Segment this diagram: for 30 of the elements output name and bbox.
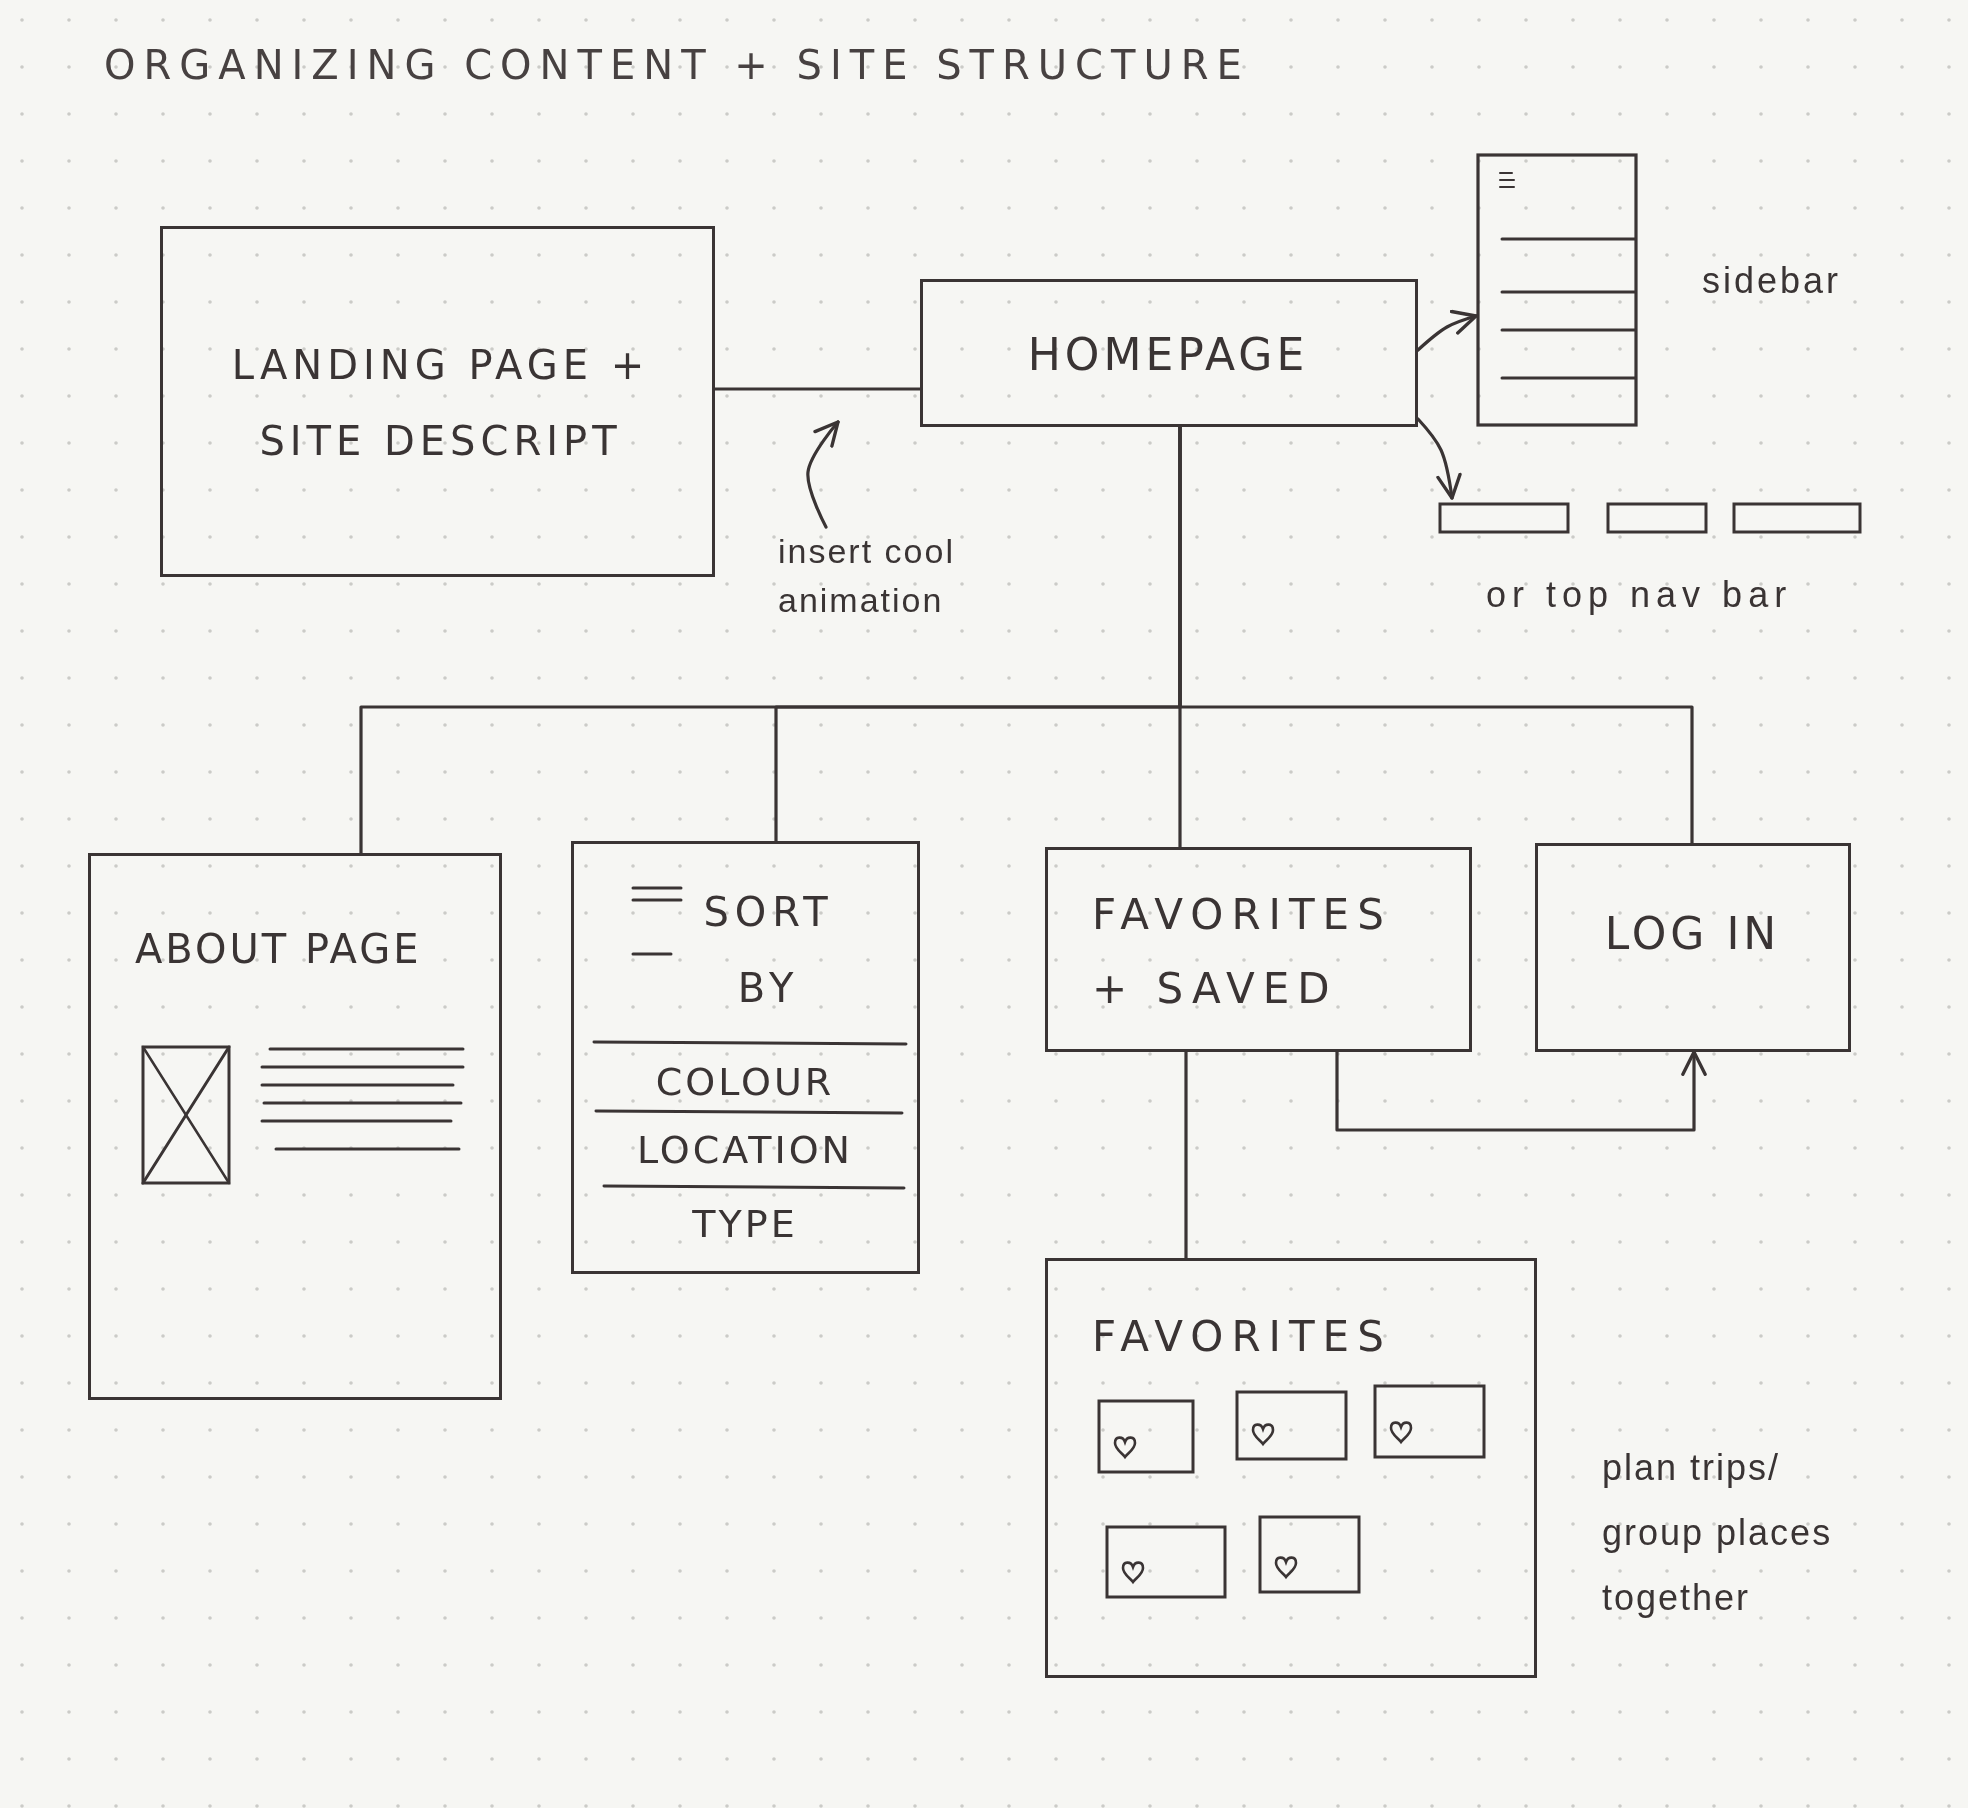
arrow [1416, 309, 1478, 352]
box-label: LOG IN [1603, 907, 1782, 961]
side-note: or top nav bar [1486, 573, 1794, 617]
page-box [160, 226, 715, 577]
diagram-title: ORGANIZING CONTENT + SITE STRUCTURE [104, 41, 1250, 90]
connector-line [713, 387, 922, 391]
box-label: FAVORITES + SAVED [1092, 889, 1393, 1015]
side-note: sidebar [1702, 259, 1843, 303]
box-label: HOMEPAGE [1026, 328, 1310, 382]
page-box [88, 853, 502, 1400]
box-label: FAVORITES [1092, 1311, 1393, 1363]
arrow [1335, 1050, 1707, 1132]
page-box [1045, 847, 1472, 1052]
annotation-note: insert cool animation [778, 527, 1040, 626]
box-label: ABOUT PAGE [135, 925, 423, 974]
page-box [920, 279, 1418, 427]
page-box [1535, 843, 1851, 1052]
arrow [1416, 417, 1462, 500]
sort-option: TYPE [574, 1201, 916, 1249]
sort-option: LOCATION [574, 1127, 916, 1175]
sort-option: COLOUR [574, 1059, 916, 1107]
page-box [571, 841, 920, 1274]
page-box [1045, 1258, 1537, 1678]
sidebar-drawing [1476, 153, 1638, 427]
box-heading: SORT BY [702, 888, 835, 1013]
leader-arrow [806, 420, 840, 529]
connector-line [1178, 425, 1694, 845]
side-note: plan trips/ group places together [1602, 1446, 1834, 1620]
box-label: LANDING PAGE + SITE DESCRIPT [230, 341, 651, 466]
connector-line [1184, 1050, 1188, 1260]
